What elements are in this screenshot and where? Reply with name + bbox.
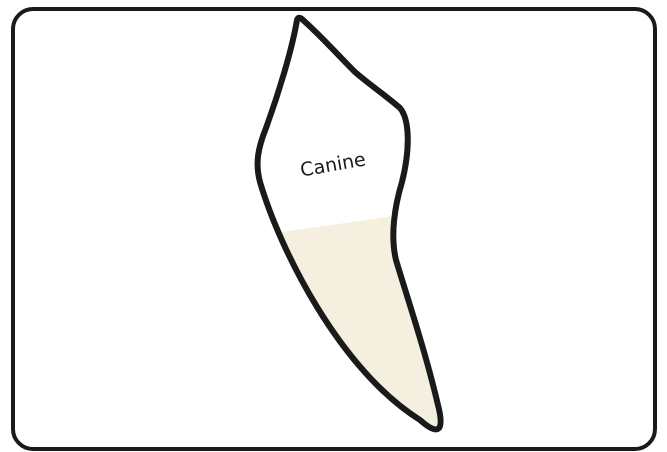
canine-diagram: Canine (0, 0, 667, 452)
canine-diagram-card: Canine (0, 0, 667, 452)
